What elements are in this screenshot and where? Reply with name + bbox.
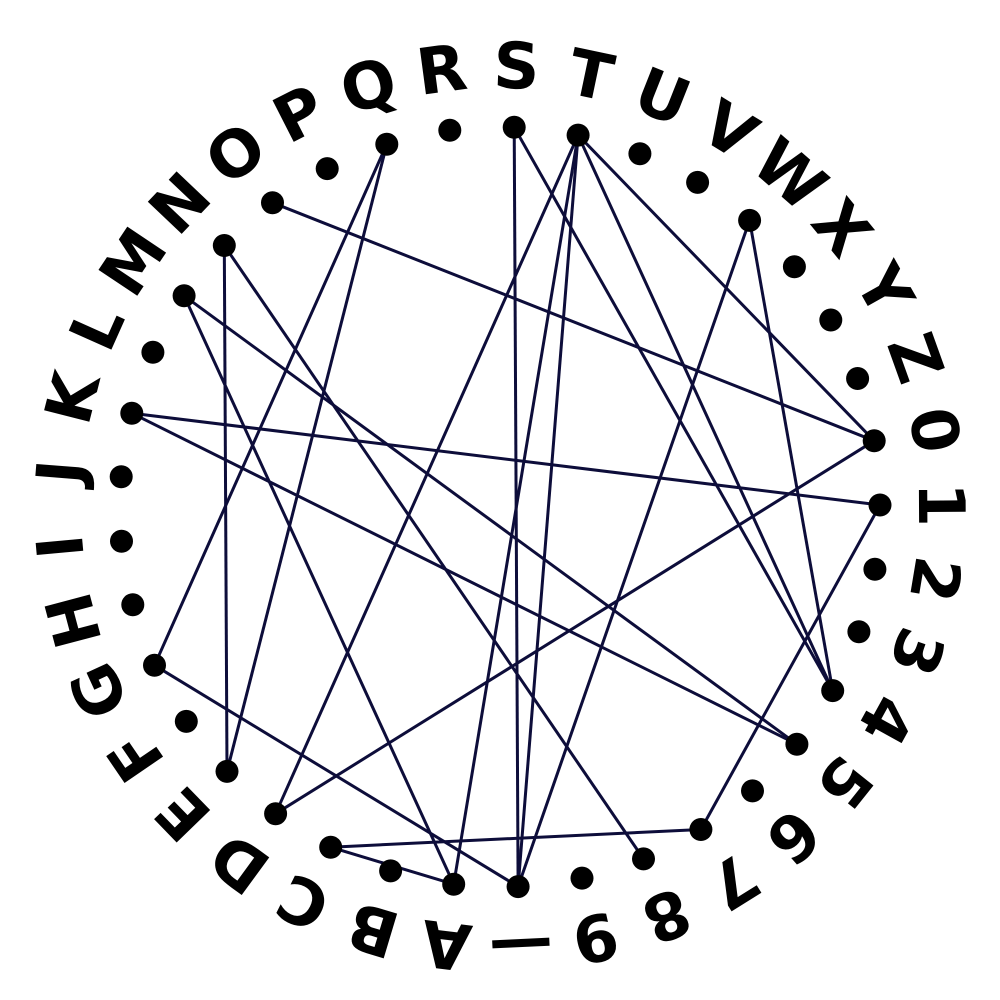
dot-18 [502, 115, 526, 139]
edge-13 [183, 294, 798, 746]
dot-33 [689, 818, 713, 841]
dot-34 [632, 847, 655, 871]
edge-3 [330, 828, 701, 849]
dot-17 [438, 118, 462, 142]
dot-1 [379, 859, 403, 883]
dot-7 [121, 593, 145, 617]
dot-2 [319, 835, 343, 859]
dot-3 [264, 802, 288, 826]
edge-20 [748, 220, 835, 691]
dot-8 [110, 529, 133, 553]
label-18: S [492, 29, 541, 105]
dots-group [109, 115, 892, 899]
dot-35 [570, 866, 594, 890]
edge-14 [182, 295, 456, 885]
dot-32 [741, 779, 764, 803]
dot-13 [212, 234, 236, 257]
label-17: R [412, 31, 471, 111]
dot-26 [862, 429, 886, 453]
edges-group [131, 126, 882, 888]
edge-18 [576, 134, 835, 692]
edge-22 [699, 504, 882, 831]
dot-25 [846, 367, 870, 390]
dot-16 [375, 132, 399, 156]
edge-16 [271, 201, 875, 443]
dot-11 [141, 340, 165, 364]
dot-9 [109, 465, 133, 489]
edge-5 [452, 134, 580, 885]
dot-10 [120, 401, 144, 425]
edge-12 [131, 411, 798, 746]
dot-24 [819, 308, 843, 332]
dot-20 [628, 142, 652, 166]
dot-12 [172, 284, 196, 308]
dot-29 [847, 620, 871, 644]
dot-21 [686, 170, 710, 194]
label-27: 1 [903, 482, 977, 527]
dot-23 [782, 255, 806, 279]
dot-31 [785, 732, 809, 756]
dot-6 [143, 653, 166, 677]
dot-36 [506, 875, 530, 899]
edge-8 [225, 143, 389, 772]
edge-2 [516, 134, 580, 887]
edge-21 [516, 219, 752, 888]
dot-5 [174, 709, 198, 733]
label-36: — [487, 908, 554, 985]
dot-30 [821, 679, 845, 703]
dot-14 [261, 191, 284, 215]
dot-0 [442, 872, 466, 896]
dot-22 [738, 208, 762, 232]
dot-19 [566, 123, 590, 147]
dot-27 [868, 493, 892, 517]
edge-7 [274, 439, 875, 815]
edge-15 [223, 244, 645, 860]
label-0: A [417, 904, 476, 984]
edge-19 [512, 126, 835, 692]
dot-28 [863, 557, 887, 581]
edge-11 [131, 411, 881, 507]
dot-15 [315, 157, 339, 181]
dot-4 [215, 759, 239, 783]
